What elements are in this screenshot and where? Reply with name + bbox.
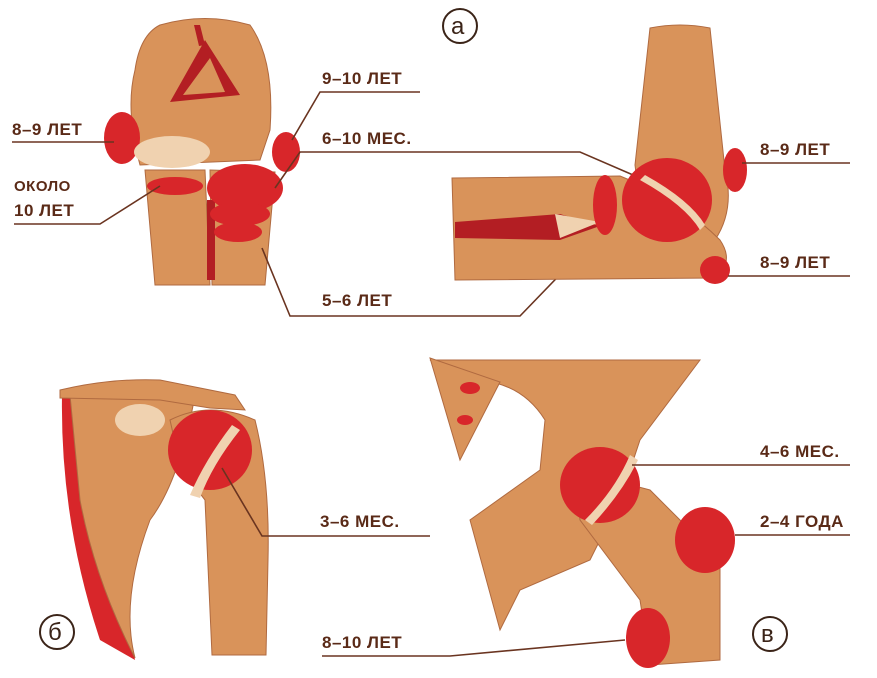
medial-epicondyle: [272, 132, 300, 172]
panel-letter-a: а: [443, 9, 477, 43]
radial-head: [147, 177, 203, 195]
label-8-9-left: 8–9 ЛЕТ: [12, 120, 82, 139]
pelvis-spot-2: [457, 415, 473, 425]
label-10-let: 10 ЛЕТ: [14, 201, 74, 220]
label-8-9-side-bottom: 8–9 ЛЕТ: [760, 253, 830, 272]
label-5-6: 5–6 ЛЕТ: [322, 291, 392, 310]
panel-letter-b: б: [40, 615, 74, 649]
shoulder-view: [60, 380, 268, 660]
lesser-trochanter: [626, 608, 670, 668]
label-4-6-mes: 4–6 МЕС.: [760, 442, 840, 461]
epicondyle-side: [723, 148, 747, 192]
label-6-10-mes: 6–10 МЕС.: [322, 129, 412, 148]
svg-text:в: в: [761, 621, 774, 648]
elbow-front-view: [104, 19, 300, 286]
greater-trochanter: [675, 507, 735, 573]
label-3-6-mes: 3–6 МЕС.: [320, 512, 400, 531]
label-9-10: 9–10 ЛЕТ: [322, 69, 402, 88]
elbow-side-labels: 8–9 ЛЕТ 8–9 ЛЕТ: [728, 140, 850, 276]
elbow-side-view: [452, 25, 747, 284]
humeral-head: [168, 410, 252, 490]
label-2-4-goda: 2–4 ГОДА: [760, 512, 844, 531]
capitulum-cartilage: [134, 136, 210, 168]
olecranon-2: [214, 222, 262, 242]
glenoid-cartilage: [115, 404, 165, 436]
label-8-9-side-top: 8–9 ЛЕТ: [760, 140, 830, 159]
label-okolo: ОКОЛО: [14, 178, 71, 195]
svg-text:а: а: [451, 13, 465, 40]
pelvis-spot-1: [460, 382, 480, 394]
label-8-10: 8–10 ЛЕТ: [322, 633, 402, 652]
svg-text:б: б: [48, 619, 62, 646]
olecranon-side: [700, 256, 730, 284]
capitulum-side: [622, 158, 712, 242]
panel-letter-v: в: [753, 617, 787, 651]
lateral-epicondyle: [104, 112, 140, 164]
radial-head-side: [593, 175, 617, 235]
hip-view: [430, 358, 735, 668]
